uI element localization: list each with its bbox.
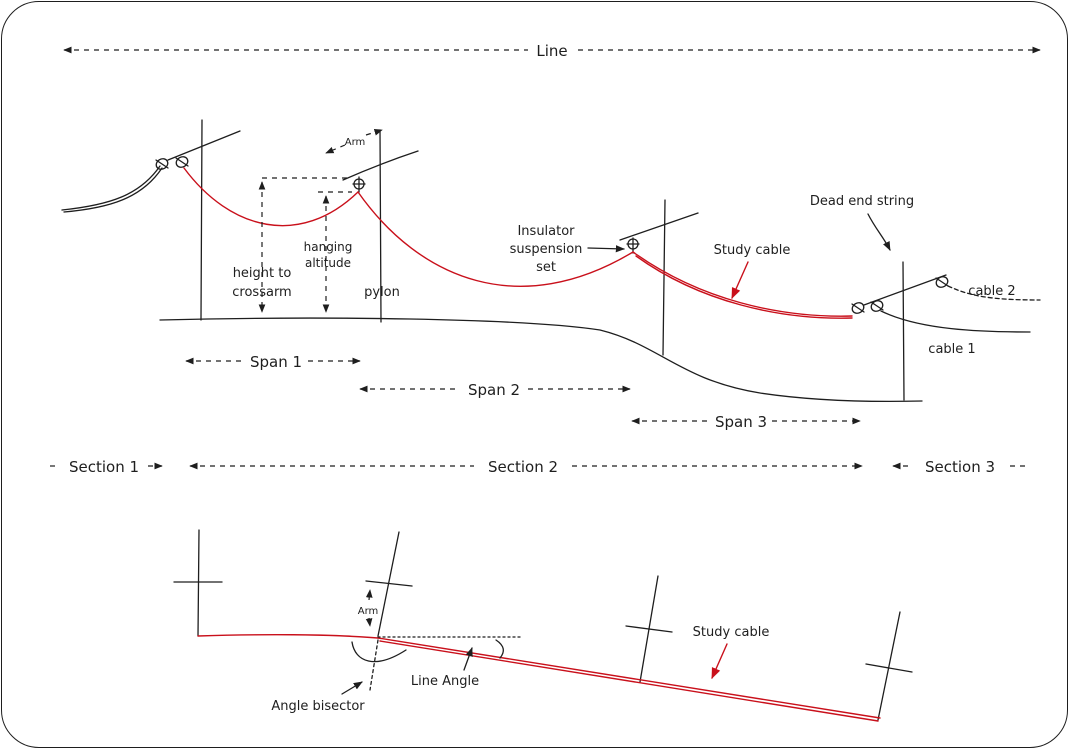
study-cable-top [183, 167, 853, 319]
insulator-annotation: Insulator suspension set [510, 224, 625, 275]
study-cable-annotation-bottom: Study cable [693, 625, 770, 680]
arm-label-bottom: Arm [358, 606, 379, 617]
section-3-label: Section 3 [925, 458, 995, 476]
section-2-label: Section 2 [488, 458, 558, 476]
angle-bisector-label: Angle bisector [271, 699, 365, 714]
span-1-label: Span 1 [250, 353, 302, 371]
span-2-dimension: Span 2 [359, 381, 631, 399]
arm-annotation-bottom: Arm [358, 589, 379, 627]
hanging-altitude-dimension: hanging altitude [304, 191, 353, 313]
study-cable-annotation-top: Study cable [714, 243, 791, 300]
pylon-label: pylon [364, 285, 400, 300]
span-3-dimension: Span 3 [631, 413, 861, 431]
line-angle-annotation: Line Angle [411, 647, 479, 689]
plan-view [173, 529, 913, 722]
line-label: Line [536, 42, 567, 60]
study-cable-label-top: Study cable [714, 243, 791, 258]
height-to-crossarm-label-2: crossarm [232, 285, 291, 300]
pylon-4 [851, 261, 1041, 401]
section-2-dimension: Section 2 [189, 458, 863, 476]
section-1-label: Section 1 [69, 458, 139, 476]
line-angle-label: Line Angle [411, 674, 479, 689]
height-to-crossarm-label-1: height to [233, 266, 292, 281]
span-2-label: Span 2 [468, 381, 520, 399]
dead-end-string-label: Dead end string [810, 194, 914, 209]
insulator-suspension-icon [352, 176, 366, 193]
span-3-label: Span 3 [715, 413, 767, 431]
hanging-altitude-label-2: altitude [305, 256, 351, 270]
span-1-dimension: Span 1 [185, 353, 361, 371]
insulator-label-3: set [536, 260, 556, 275]
dead-end-string-annotation: Dead end string [810, 194, 914, 251]
section-3-dimension: Section 3 [892, 458, 1028, 476]
angle-bisector-annotation: Angle bisector [271, 681, 365, 714]
line-dimension: Line [63, 42, 1041, 60]
insulator-suspension-icon [626, 237, 640, 254]
pylon-1 [61, 119, 241, 321]
arm-label-top: Arm [345, 137, 366, 148]
ground-profile [159, 317, 923, 403]
arm-annotation-top: Arm [325, 129, 383, 154]
insulator-label-1: Insulator [517, 224, 575, 239]
section-1-dimension: Section 1 [50, 458, 163, 476]
dead-end-insulator-icon [851, 276, 949, 314]
study-cable-label-bottom: Study cable [693, 625, 770, 640]
hanging-altitude-label-1: hanging [304, 240, 353, 254]
insulator-icon [155, 156, 189, 170]
pylon-2 [342, 129, 419, 323]
height-to-crossarm-dimension: height to crossarm [232, 177, 350, 313]
cable-1-label: cable 1 [928, 342, 975, 357]
cable-2-label: cable 2 [968, 284, 1015, 299]
insulator-label-2: suspension [510, 242, 583, 257]
pylon-3 [619, 199, 699, 356]
